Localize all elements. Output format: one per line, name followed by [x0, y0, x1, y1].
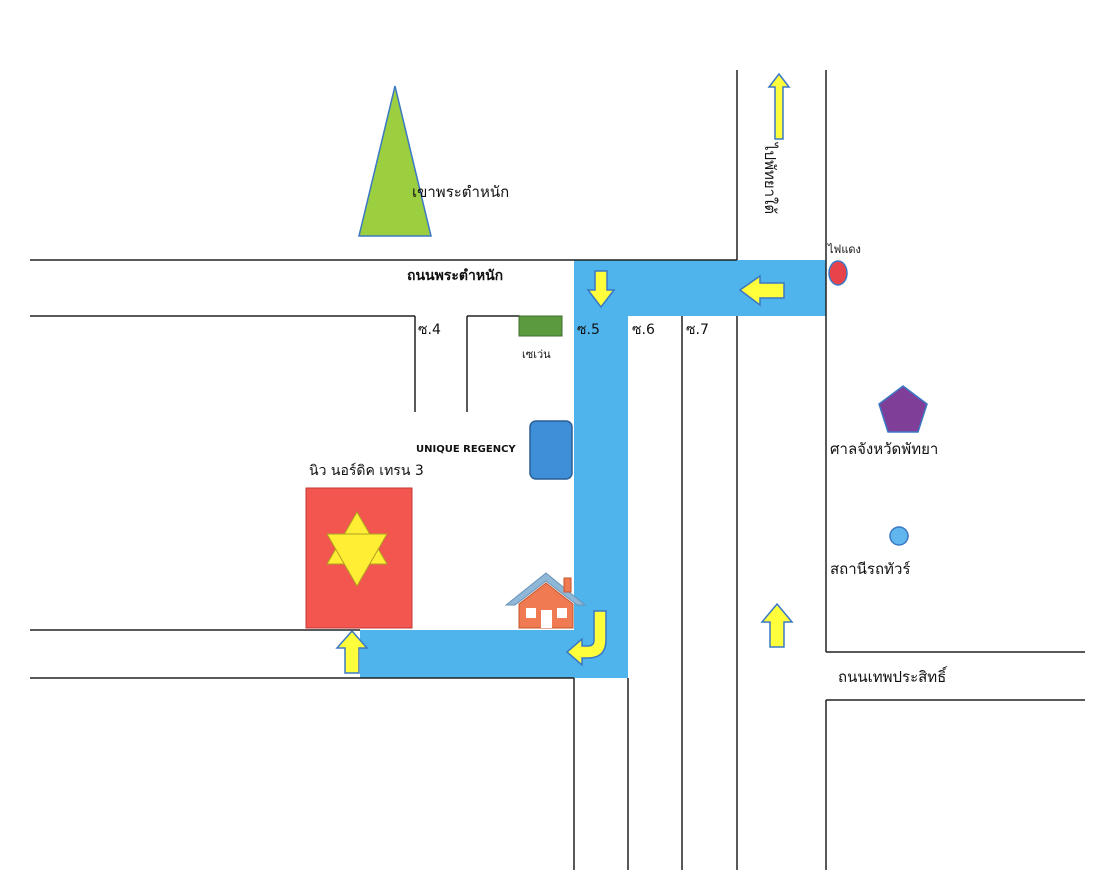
court-label: ศาลจังหวัดพัทยา [830, 440, 939, 458]
arrow-left-icon [738, 274, 785, 307]
u-turn-arrow-icon [565, 610, 607, 667]
road-phra-tamnak-label: ถนนพระตำหนัก [407, 268, 504, 284]
arrow-down-icon [586, 270, 616, 309]
traffic-light-icon [828, 260, 848, 286]
mountain-label: เขาพระตำหนัก [412, 183, 510, 201]
star-of-david-icon [326, 510, 388, 588]
arrow-up-icon [335, 629, 369, 674]
condo-label: นิว นอร์ดิค เทรน 3 [309, 463, 424, 479]
to-south-pattaya-label: ไปพัทยาใต้ [761, 143, 779, 215]
mountain-icon [358, 85, 432, 237]
soi-5-label: ซ.5 [577, 322, 600, 338]
hotel-label: UNIQUE REGENCY [416, 444, 516, 455]
soi-6-label: ซ.6 [632, 322, 655, 338]
court-pentagon-icon [878, 385, 928, 433]
traffic-light-label: ไฟแดง [828, 243, 861, 256]
soi-7-label: ซ.7 [686, 322, 709, 338]
seven-eleven-label: เซเว่น [522, 348, 551, 361]
arrow-up-icon [767, 72, 791, 140]
road-thep-prasit-label: ถนนเทพประสิทธิ์ [838, 668, 947, 686]
bus-station-label: สถานีรถทัวร์ [830, 560, 911, 578]
soi-4-label: ซ.4 [418, 322, 441, 338]
road-lines [30, 70, 1085, 870]
house-icon [504, 572, 587, 629]
hotel-icon [529, 420, 573, 480]
bus-station-icon [889, 526, 909, 546]
arrow-up-icon [760, 602, 794, 648]
seven-eleven-icon [518, 315, 563, 337]
